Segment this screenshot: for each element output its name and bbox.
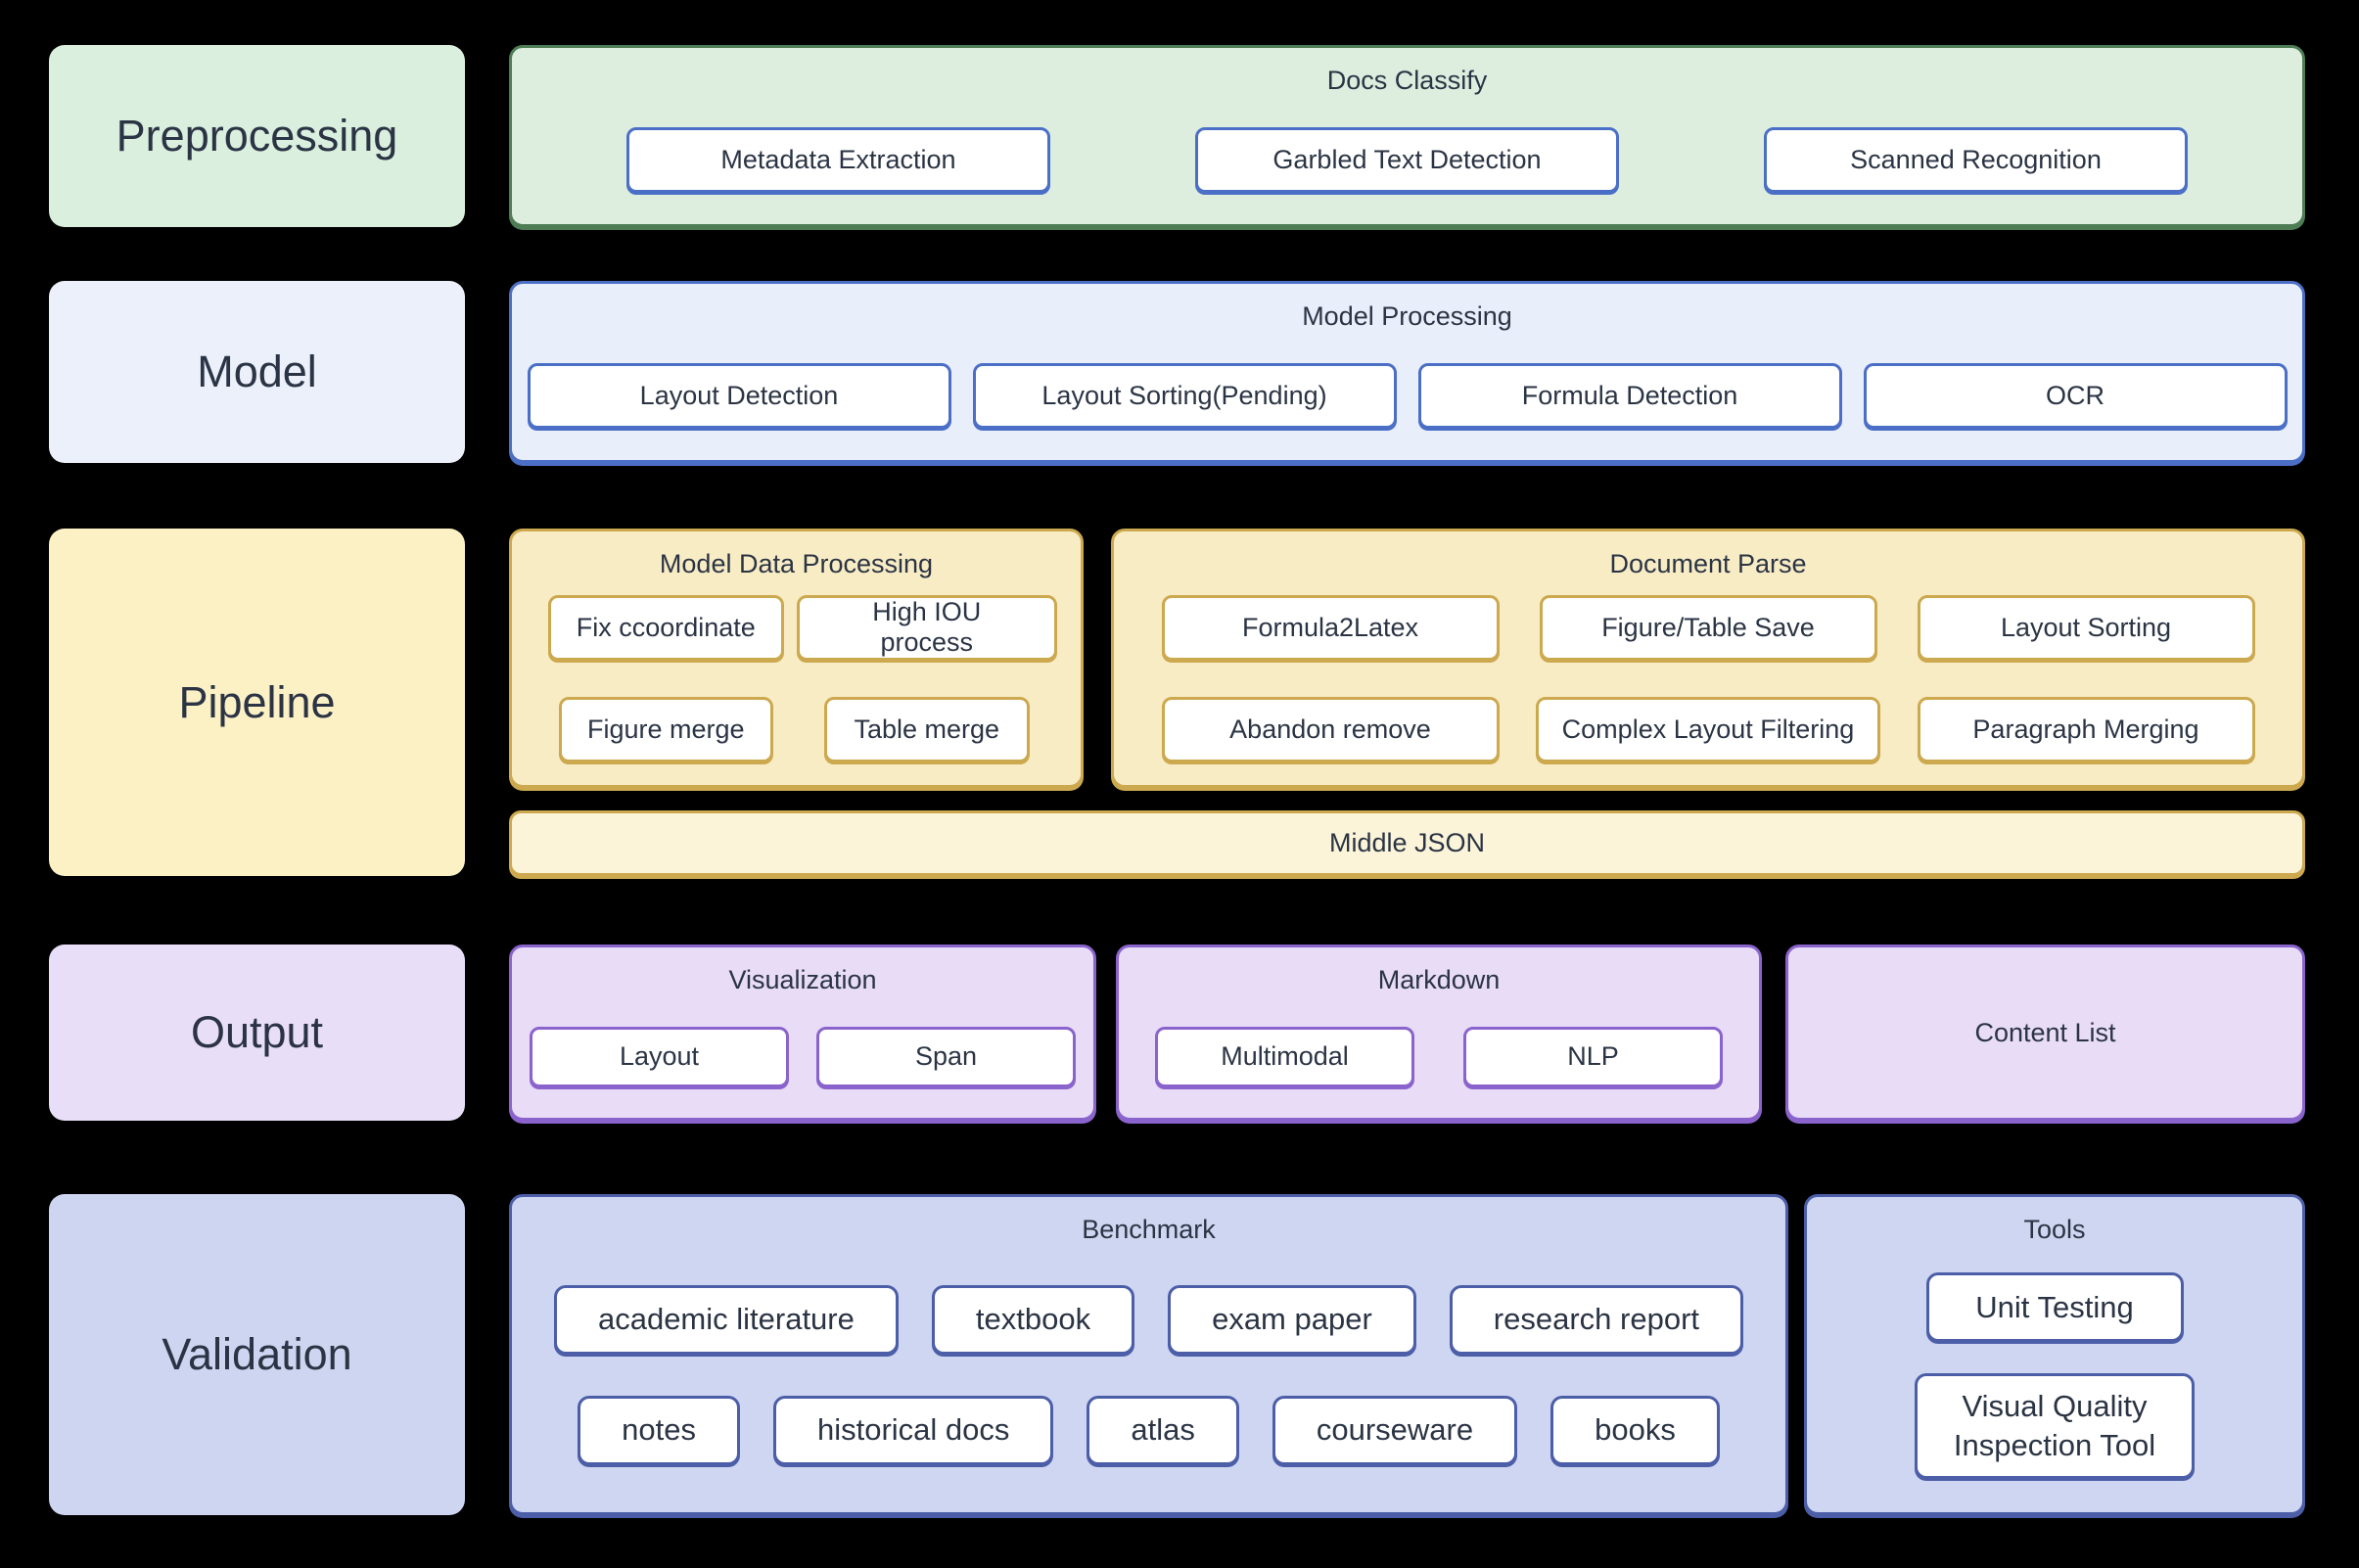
row-label-model: Model <box>49 281 465 463</box>
row-model: Model Model Processing Layout Detection … <box>49 281 2305 463</box>
node-complex-layout-filtering: Complex Layout Filtering <box>1535 696 1881 762</box>
container-docs-classify: Docs Classify Metadata Extraction Garble… <box>509 45 2305 227</box>
node-metadata-extraction: Metadata Extraction <box>626 127 1050 193</box>
node-figure-table-save: Figure/Table Save <box>1539 594 1877 661</box>
row-validation: Validation Benchmark academic literature… <box>49 1194 2305 1515</box>
model-processing-title: Model Processing <box>1302 301 1512 331</box>
row-label-validation: Validation <box>49 1194 465 1515</box>
node-formula2latex: Formula2Latex <box>1161 594 1500 661</box>
container-document-parse: Document Parse Formula2Latex Figure/Tabl… <box>1111 529 2305 788</box>
container-benchmark: Benchmark academic literature textbook e… <box>509 1194 1788 1515</box>
row-content-model: Model Processing Layout Detection Layout… <box>509 281 2305 463</box>
container-model-processing: Model Processing Layout Detection Layout… <box>509 281 2305 463</box>
node-historical-docs: historical docs <box>772 1395 1054 1465</box>
node-unit-testing: Unit Testing <box>1925 1272 2184 1342</box>
node-high-iou-process: High IOU process <box>796 594 1057 661</box>
benchmark-row-2: notes historical docs atlas courseware b… <box>578 1395 1720 1465</box>
node-visual-quality-inspection-tool: Visual Quality Inspection Tool <box>1915 1373 2195 1479</box>
node-textbook: textbook <box>931 1284 1135 1355</box>
row-label-preprocessing: Preprocessing <box>49 45 465 227</box>
benchmark-title: Benchmark <box>1082 1215 1216 1244</box>
node-layout: Layout <box>530 1026 789 1087</box>
node-multimodal: Multimodal <box>1155 1026 1414 1087</box>
node-paragraph-merging: Paragraph Merging <box>1917 696 2255 762</box>
model-data-processing-nodes: Fix ccoordinate High IOU process Figure … <box>512 579 1081 785</box>
container-content-list: Content List <box>1785 945 2305 1121</box>
document-parse-nodes: Formula2Latex Figure/Table Save Layout S… <box>1114 579 2302 785</box>
row-preprocessing: Preprocessing Docs Classify Metadata Ext… <box>49 45 2305 227</box>
node-layout-detection: Layout Detection <box>527 363 951 429</box>
node-formula-detection: Formula Detection <box>1417 363 1842 429</box>
row-pipeline: Pipeline Model Data Processing Fix ccoor… <box>49 529 2305 876</box>
node-scanned-recognition: Scanned Recognition <box>1764 127 2188 193</box>
node-exam-paper: exam paper <box>1168 1284 1416 1355</box>
row-content-output: Visualization Layout Span Markdown Multi… <box>509 945 2305 1121</box>
node-layout-sorting-pending: Layout Sorting(Pending) <box>972 363 1397 429</box>
benchmark-row-1: academic literature textbook exam paper … <box>553 1284 1744 1355</box>
node-fix-ccoordinate: Fix ccoordinate <box>547 594 784 661</box>
visualization-title: Visualization <box>728 965 877 994</box>
node-courseware: courseware <box>1272 1395 1518 1465</box>
visualization-nodes: Layout Span <box>512 995 1093 1118</box>
node-atlas: atlas <box>1087 1395 1239 1465</box>
document-parse-title: Document Parse <box>1609 549 1807 578</box>
tools-title: Tools <box>2023 1215 2086 1244</box>
docs-classify-title: Docs Classify <box>1326 66 1488 95</box>
node-span: Span <box>816 1026 1076 1087</box>
middle-json-bar: Middle JSON <box>509 810 2305 876</box>
node-books: books <box>1550 1395 1720 1465</box>
row-label-pipeline: Pipeline <box>49 529 465 876</box>
node-table-merge: Table merge <box>823 696 1030 762</box>
node-academic-literature: academic literature <box>553 1284 899 1355</box>
node-abandon-remove: Abandon remove <box>1161 696 1500 762</box>
row-content-preprocessing: Docs Classify Metadata Extraction Garble… <box>509 45 2305 227</box>
model-data-processing-title: Model Data Processing <box>659 549 934 578</box>
container-model-data-processing: Model Data Processing Fix ccoordinate Hi… <box>509 529 1084 788</box>
node-notes: notes <box>578 1395 740 1465</box>
container-tools: Tools Unit Testing Visual Quality Inspec… <box>1804 1194 2305 1515</box>
benchmark-nodes: academic literature textbook exam paper … <box>512 1245 1785 1512</box>
docs-classify-nodes: Metadata Extraction Garbled Text Detecti… <box>512 96 2302 224</box>
markdown-nodes: Multimodal NLP <box>1119 995 1759 1118</box>
model-processing-nodes: Layout Detection Layout Sorting(Pending)… <box>512 332 2302 460</box>
container-visualization: Visualization Layout Span <box>509 945 1096 1121</box>
row-content-pipeline: Model Data Processing Fix ccoordinate Hi… <box>509 529 2305 876</box>
row-content-validation: Benchmark academic literature textbook e… <box>509 1194 2305 1515</box>
content-list-title: Content List <box>1974 1017 2116 1047</box>
node-garbled-text-detection: Garbled Text Detection <box>1195 127 1619 193</box>
row-label-output: Output <box>49 945 465 1121</box>
container-markdown: Markdown Multimodal NLP <box>1116 945 1762 1121</box>
node-figure-merge: Figure merge <box>558 696 773 762</box>
node-nlp: NLP <box>1463 1026 1723 1087</box>
node-ocr: OCR <box>1863 363 2288 429</box>
node-research-report: research report <box>1449 1284 1744 1355</box>
row-output: Output Visualization Layout Span Markdow… <box>49 945 2305 1121</box>
node-layout-sorting: Layout Sorting <box>1917 594 2255 661</box>
tools-nodes: Unit Testing Visual Quality Inspection T… <box>1807 1245 2302 1512</box>
markdown-title: Markdown <box>1377 965 1501 994</box>
